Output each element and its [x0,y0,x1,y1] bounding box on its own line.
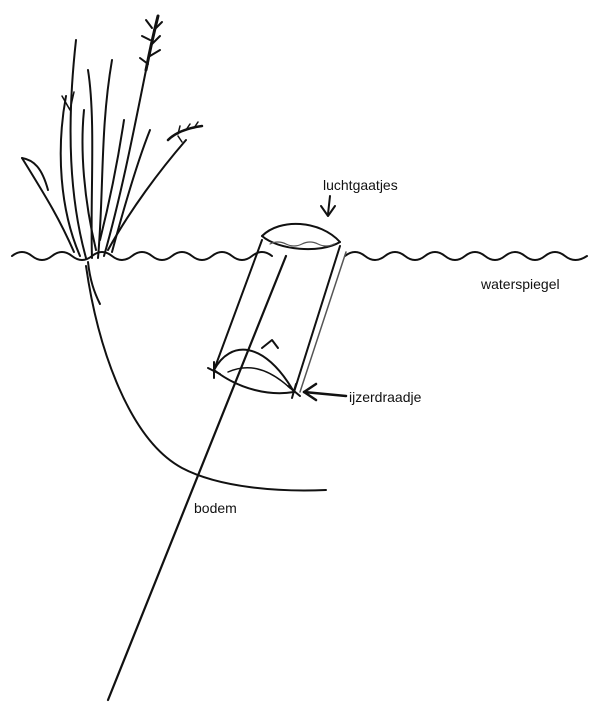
bottom-label: bodem [194,501,237,515]
trap-jar [214,224,346,392]
arrow-air-holes [321,196,335,216]
support-stick [108,256,286,700]
iron-wire-label: ijzerdraadje [349,390,421,404]
reed-plant [22,16,202,304]
arrow-iron-wire [304,384,346,400]
air-holes-label: luchtgaatjes [323,178,398,192]
water-level-label: waterspiegel [481,277,560,291]
